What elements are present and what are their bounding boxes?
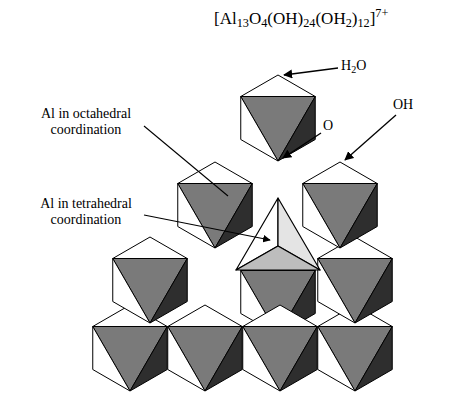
octahedron-face [355,259,392,324]
octahedron [303,162,377,248]
text-run: H [341,58,351,73]
oxygen-label: O [323,118,333,134]
polyhedra-group [93,75,392,391]
octahedron-face [178,184,252,249]
tetrahedron-face [236,246,320,270]
superscript: 7+ [375,6,388,20]
text-run: O [323,118,333,133]
octahedron-face [318,259,355,324]
leader-line [283,133,321,158]
octahedron [113,237,187,323]
subscript: 2 [346,16,352,30]
subscript: 24 [303,16,315,30]
octahedron-face [93,327,130,392]
octahedron-face [278,97,315,162]
text-run: O [249,9,261,28]
octahedron-face [205,327,242,392]
octahedron-face [113,237,187,259]
formula-title: [Al13O4(OH)24(OH2)12]7+ [214,6,388,30]
octahedron-face [243,305,317,327]
octahedron-face [168,327,242,392]
subscript: 12 [357,16,369,30]
leader-line [345,115,396,160]
octahedron-face [150,259,187,324]
text-run: O [356,58,366,73]
label-wrap: O [323,118,333,134]
subscript: 2 [351,64,356,75]
subscript: 13 [237,16,249,30]
octahedron-face [303,162,377,184]
octahedron-face [318,327,392,392]
octahedron-face [168,305,242,327]
octahedron-face [93,327,167,392]
tetrahedron [236,198,320,270]
octahedron-face [340,184,377,249]
text-run: OH [393,97,413,112]
octahedron-face [243,327,280,392]
octahedron-face [130,327,167,392]
label-wrap: H2O [341,58,366,75]
title-wrap: [Al13O4(OH)24(OH2)12]7+ [214,6,388,30]
octahedron-face [280,327,317,392]
text-run: Al in octahedral coordination [41,106,131,137]
text-run: Al in tetrahedral coordination [40,196,132,227]
text-run: (OH [315,9,345,28]
octahedron-face [318,259,392,324]
octahedron-face [168,327,205,392]
octahedron-face [241,75,315,97]
octahedron [243,305,317,391]
tetrahedral-label: Al in tetrahedral coordination [28,196,144,228]
octahedron-face [178,162,252,184]
octahedron-face [303,184,340,249]
subscript: 4 [261,16,267,30]
octahedral-label: Al in octahedral coordination [28,106,144,138]
leader-line [284,68,338,75]
octahedron-face [318,327,355,392]
octahedron-face [355,327,392,392]
text-run: (OH) [267,9,303,28]
octahedron-face [178,184,215,249]
octahedron-face [113,259,150,324]
octahedron [318,237,392,323]
water-label: H2O [341,58,366,75]
leader-lines [144,68,396,240]
octahedron-face [215,184,252,249]
label-wrap: Al in tetrahedral coordination [28,196,144,228]
text-run: ] [370,9,376,28]
text-run: [Al [214,9,237,28]
label-wrap: Al in octahedral coordination [28,106,144,138]
leader-line [144,215,270,240]
octahedron-face [241,97,315,162]
octahedron [241,75,315,161]
leader-line [144,126,228,196]
octahedron-face [113,259,187,324]
hydroxyl-label: OH [393,97,413,113]
label-wrap: OH [393,97,413,113]
octahedron-face [241,97,278,162]
octahedron [168,305,242,391]
octahedron-face [243,327,317,392]
octahedron-face [303,184,377,249]
text-run: ) [352,9,358,28]
octahedron [178,162,252,248]
